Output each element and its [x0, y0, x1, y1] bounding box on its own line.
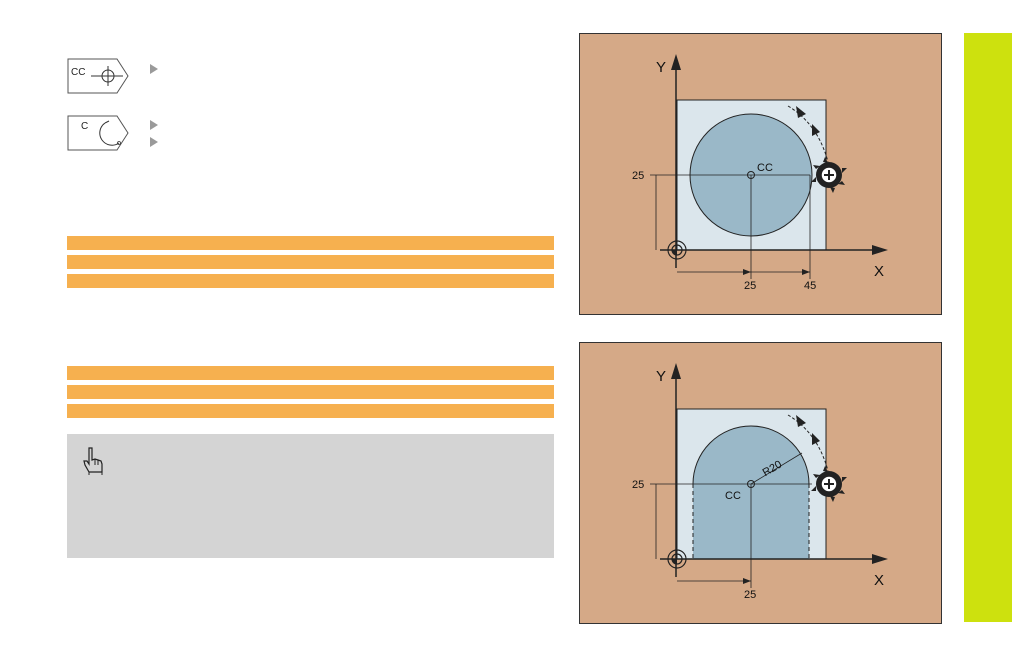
pointing-hand-icon [83, 447, 103, 475]
circle-center-icon [91, 66, 123, 86]
c-softkey[interactable]: C [67, 115, 129, 151]
y-dimension: 25 [632, 479, 644, 491]
code-line-5 [67, 385, 554, 399]
milling-cutter-icon [811, 157, 847, 193]
x-dimension-end: 45 [804, 280, 816, 292]
y-axis-label: Y [656, 368, 666, 385]
triangle-arrow-icon [150, 137, 158, 147]
cc-softkey-label: CC [71, 67, 85, 78]
code-line-4 [67, 366, 554, 380]
triangle-arrow-icon [150, 120, 158, 130]
x-dimension-center: 25 [744, 280, 756, 292]
chapter-tab [964, 33, 1012, 622]
figure-circle-full: Y X 25 25 45 CC [579, 33, 942, 315]
c-softkey-label: C [81, 121, 88, 132]
code-line-3 [67, 274, 554, 288]
note-box [67, 434, 554, 558]
x-axis-label: X [874, 263, 884, 280]
x-axis-label: X [874, 572, 884, 589]
code-line-1 [67, 236, 554, 250]
y-dimension: 25 [632, 170, 644, 182]
center-label: CC [757, 162, 773, 174]
figure-circle-radius: Y X 25 25 R20 CC [579, 342, 942, 624]
milling-cutter-icon [811, 466, 847, 502]
cc-softkey[interactable]: CC [67, 58, 129, 94]
triangle-arrow-icon [150, 64, 158, 74]
y-axis-label: Y [656, 59, 666, 76]
code-line-2 [67, 255, 554, 269]
code-line-6 [67, 404, 554, 418]
origin-icon [667, 549, 687, 569]
circular-arc-icon [99, 120, 121, 146]
origin-icon [667, 240, 687, 260]
center-label: CC [725, 490, 741, 502]
x-dimension-center: 25 [744, 589, 756, 601]
